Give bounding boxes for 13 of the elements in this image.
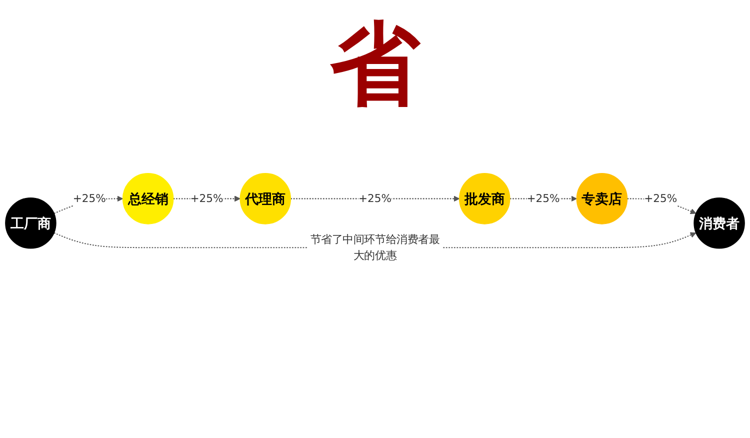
edge-label: +25% (644, 192, 678, 206)
edge-label: 节省了中间环节给消费者最大的优惠 (310, 233, 440, 262)
node-circle: 专卖店 (576, 173, 628, 225)
edge-label: +25% (358, 192, 392, 206)
node-circle: 消费者 (694, 198, 745, 250)
node-circle: 工厂商 (5, 198, 56, 250)
edge-label: +25% (526, 192, 560, 206)
edge-label: +25% (72, 192, 106, 206)
edge-label: +25% (190, 192, 224, 206)
node-circle: 代理商 (240, 173, 292, 225)
large-character: 省 (330, 20, 420, 110)
node-circle: 批发商 (458, 173, 510, 225)
node-circle: 总经销 (122, 173, 174, 225)
